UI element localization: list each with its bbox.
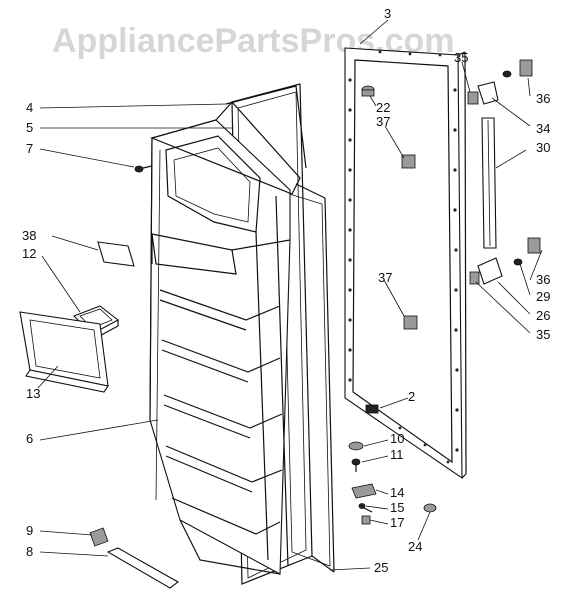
top-hinge-parts [467,59,533,105]
callout-8: 8 [26,544,33,559]
leader-lines [37,19,543,571]
callout-24: 24 [408,539,422,554]
screw-part [134,165,153,173]
callout-26: 26 [536,308,550,323]
callout-5: 5 [26,120,33,135]
callout-30: 30 [536,140,550,155]
callout-11: 11 [390,447,404,462]
callout-37-top: 37 [376,114,390,129]
callout-3: 3 [384,6,391,21]
callout-22: 22 [376,100,390,115]
callout-29: 29 [536,289,550,304]
callout-35-top: 35 [454,50,468,65]
callout-25: 25 [374,560,388,575]
label-part [97,241,135,267]
hinge-cap-part [89,527,109,547]
callout-36-mid: 36 [536,272,550,287]
callout-35-mid: 35 [536,327,550,342]
callout-37-mid: 37 [378,270,392,285]
callout-7: 7 [26,141,33,156]
callout-2: 2 [408,389,415,404]
callout-15: 15 [390,500,404,515]
outer-door-panel [344,47,467,480]
dispenser-tray-part [19,311,109,393]
callout-12: 12 [22,246,36,261]
callout-9: 9 [26,523,33,538]
callout-6: 6 [26,431,33,446]
callout-10: 10 [390,431,404,446]
callout-38: 38 [22,228,36,243]
callout-36-top: 36 [536,91,550,106]
bottom-hardware-parts [348,441,437,525]
handle-trim-part [106,547,180,589]
lower-hinge-parts [469,237,541,285]
callout-4: 4 [26,100,33,115]
door-gasket [231,83,335,585]
callout-14: 14 [390,485,404,500]
callout-34: 34 [536,121,550,136]
callout-labels: 3 35 36 22 37 34 30 4 5 7 38 12 37 36 29… [22,6,550,575]
callout-13: 13 [26,386,40,401]
breaker-strip [225,85,307,169]
handle-bar-part [481,117,497,249]
door-liner [149,101,301,575]
callout-17: 17 [390,515,404,530]
